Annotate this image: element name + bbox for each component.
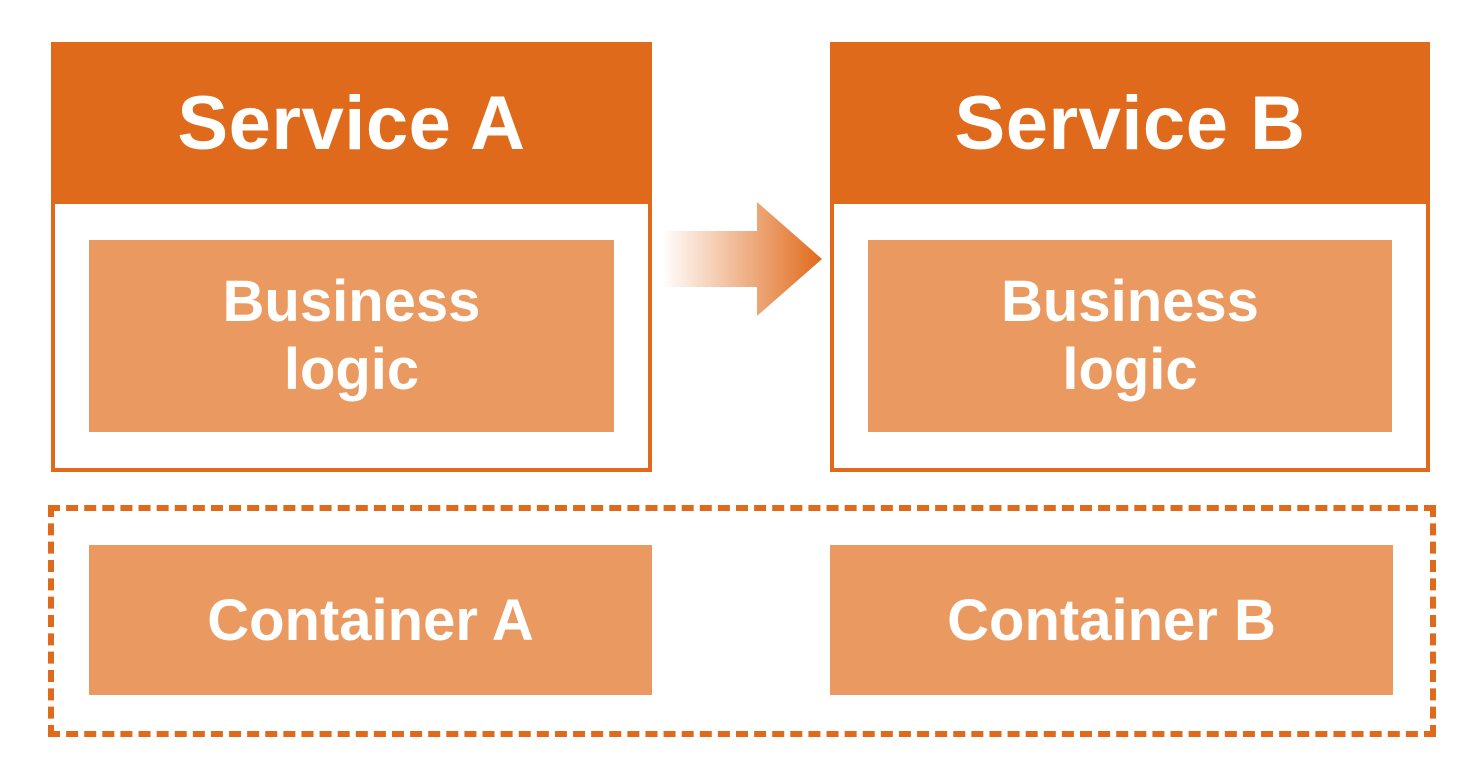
container-group <box>48 505 1436 737</box>
container-b: Container B <box>830 545 1393 695</box>
service-a-business-logic: Business logic <box>89 240 614 432</box>
service-a: Service A Business logic <box>51 42 652 472</box>
service-a-header: Service A <box>51 42 652 204</box>
arrow-right-icon <box>662 202 822 316</box>
service-b-business-logic: Business logic <box>868 240 1392 432</box>
service-b: Service B Business logic <box>830 42 1430 472</box>
container-a: Container A <box>89 545 652 695</box>
service-b-business-logic-label: Business logic <box>1001 269 1259 402</box>
service-b-title: Service B <box>954 80 1306 166</box>
service-a-title: Service A <box>177 80 526 166</box>
service-b-header: Service B <box>830 42 1430 204</box>
service-a-business-logic-label: Business logic <box>222 269 481 402</box>
container-b-label: Container B <box>947 587 1276 653</box>
container-a-label: Container A <box>207 587 534 653</box>
